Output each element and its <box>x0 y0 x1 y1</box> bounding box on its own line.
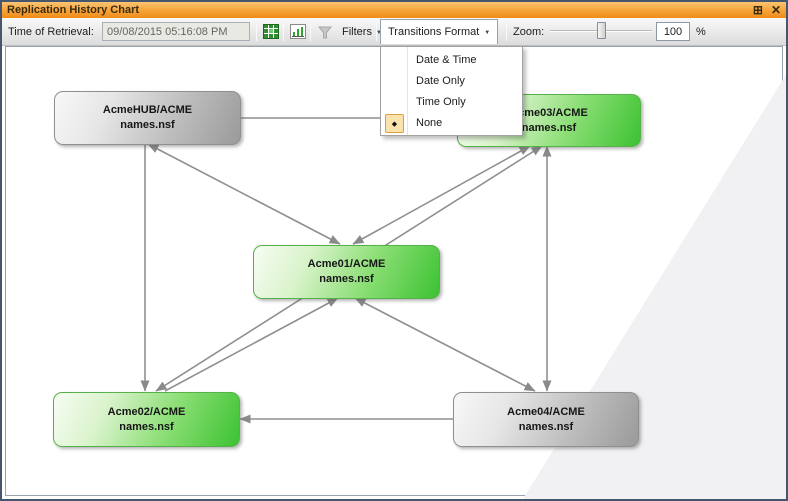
toolbar: Time of Retrieval: <box>2 18 786 46</box>
zoom-slider-thumb[interactable] <box>597 22 606 39</box>
menu-item-label: Date Only <box>416 74 465 87</box>
chevron-down-icon: ▼ <box>375 29 382 36</box>
funnel-icon <box>318 26 332 38</box>
bar-chart-icon <box>290 24 306 39</box>
filters-dropdown-button[interactable]: Filters ▼ <box>338 18 386 45</box>
toolbar-separator <box>310 22 311 41</box>
menu-gutter-divider <box>407 47 408 135</box>
selected-option-icon: ◆ <box>385 114 404 133</box>
time-of-retrieval-field[interactable] <box>102 22 250 41</box>
toolbar-separator <box>506 22 507 41</box>
menu-item-date-only[interactable]: Date Only <box>381 70 522 91</box>
maximize-icon[interactable]: ⊞ <box>752 3 763 17</box>
table-icon <box>263 24 279 39</box>
zoom-label: Zoom: <box>513 25 545 38</box>
window-title: Replication History Chart <box>7 4 140 16</box>
transitions-format-dropdown-button[interactable]: Transitions Format ▼ <box>380 19 499 44</box>
toolbar-separator <box>376 22 377 41</box>
toolbar-separator <box>256 22 257 41</box>
chart-view-button[interactable] <box>288 18 308 45</box>
zoom-slider[interactable] <box>550 18 652 45</box>
menu-item-date-time[interactable]: Date & Time <box>381 49 522 70</box>
menu-item-time-only[interactable]: Time Only <box>381 91 522 112</box>
table-view-button[interactable] <box>261 18 281 45</box>
filter-funnel-button[interactable] <box>316 18 334 45</box>
chevron-down-icon: ▼ <box>484 30 491 36</box>
menu-item-none[interactable]: ◆ None <box>381 112 522 133</box>
time-of-retrieval-label: Time of Retrieval: <box>8 25 94 38</box>
percent-label: % <box>696 25 706 38</box>
close-icon[interactable]: ✕ <box>770 3 781 17</box>
filters-label: Filters <box>342 25 372 38</box>
menu-item-label: Date & Time <box>416 53 477 66</box>
menu-item-label: None <box>416 116 443 129</box>
zoom-percent-input[interactable] <box>656 22 690 41</box>
menu-item-label: Time Only <box>416 95 466 108</box>
title-bar: Replication History Chart ⊞ ✕ <box>2 2 786 18</box>
transitions-format-label: Transitions Format <box>388 26 480 38</box>
toolbar-separator <box>283 22 284 41</box>
